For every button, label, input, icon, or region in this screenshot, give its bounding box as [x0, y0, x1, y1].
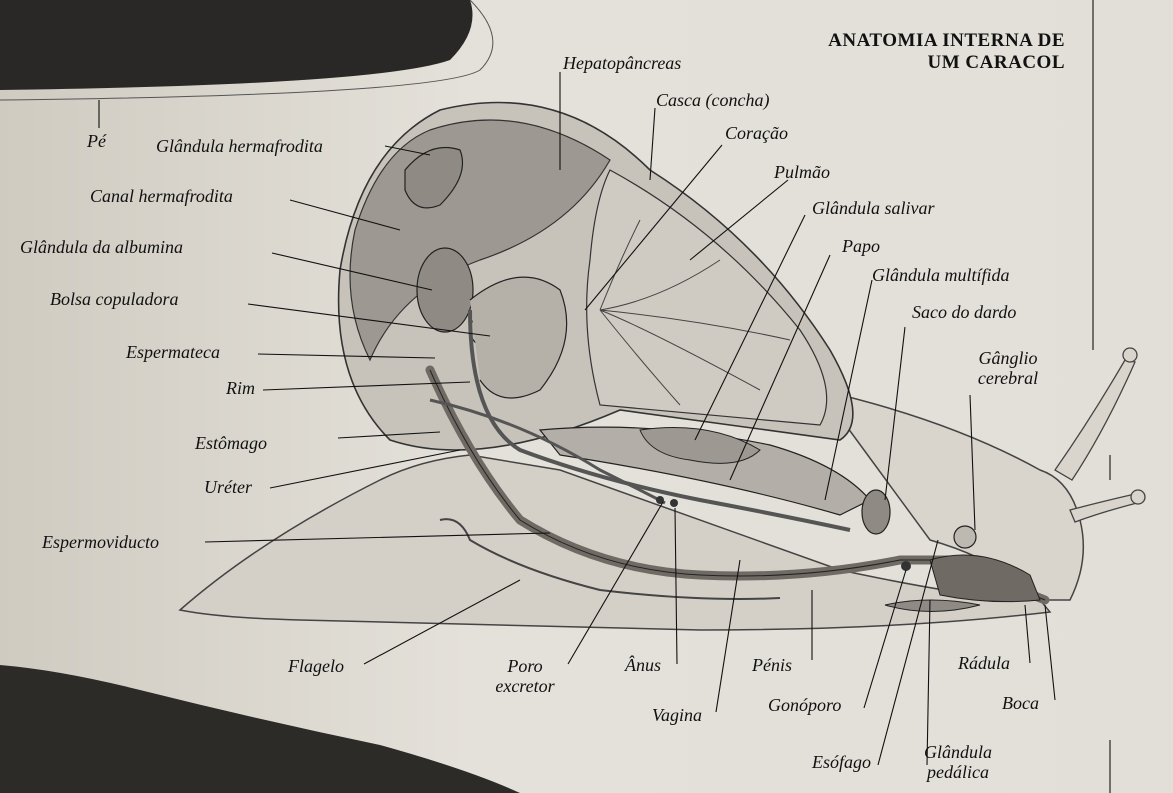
lower-eye [1131, 490, 1145, 504]
ganglion-shape [954, 526, 976, 548]
upper-eye [1123, 348, 1137, 362]
label-ganglio-cerebral-line1: Gânglio [958, 348, 1058, 368]
diagram-title: ANATOMIA INTERNA DE UM CARACOL [760, 30, 1065, 74]
label-esofago: Esófago [812, 752, 871, 772]
label-glandula-albumina: Glândula da albumina [20, 237, 183, 257]
label-penis: Pénis [752, 655, 792, 675]
label-pulmao: Pulmão [774, 162, 830, 182]
label-rim: Rim [226, 378, 255, 398]
label-poro-excretor: Poro excretor [480, 656, 570, 696]
label-glandula-hermafrodita: Glândula hermafrodita [156, 136, 323, 156]
label-radula: Rádula [958, 653, 1010, 673]
label-canal-hermafrodita: Canal hermafrodita [90, 186, 233, 206]
top-photo [0, 0, 473, 90]
label-bolsa-copuladora: Bolsa copuladora [50, 289, 179, 309]
label-ganglio-cerebral-line2: cerebral [958, 368, 1058, 388]
label-poro-excretor-line2: excretor [480, 676, 570, 696]
label-estomago: Estômago [195, 433, 267, 453]
label-gonoporo: Gonóporo [768, 695, 841, 715]
upper-tentacle [1055, 360, 1135, 480]
label-pe: Pé [87, 131, 106, 151]
label-coracao: Coração [725, 123, 788, 143]
albumin-gland [417, 248, 473, 332]
label-espermateca: Espermateca [126, 342, 220, 362]
anus-marker [670, 499, 678, 507]
label-casca: Casca (concha) [656, 90, 769, 110]
label-boca: Boca [1002, 693, 1039, 713]
label-anus: Ânus [625, 655, 661, 675]
label-poro-excretor-line1: Poro [480, 656, 570, 676]
title-line-1: ANATOMIA INTERNA DE [760, 30, 1065, 52]
title-line-2: UM CARACOL [760, 52, 1065, 74]
label-glandula-pedalica: Glândula pedálica [918, 742, 998, 782]
label-glandula-pedalica-line1: Glândula [918, 742, 998, 762]
label-glandula-pedalica-line2: pedálica [918, 762, 998, 782]
label-vagina: Vagina [652, 705, 702, 725]
label-espermoviducto: Espermoviducto [42, 532, 159, 552]
label-hepatopancreas: Hepatopâncreas [563, 53, 681, 73]
label-flagelo: Flagelo [288, 656, 344, 676]
label-ureter: Uréter [204, 477, 252, 497]
label-glandula-multifida: Glândula multífida [872, 265, 1010, 285]
label-papo: Papo [842, 236, 880, 256]
label-saco-dardo: Saco do dardo [912, 302, 1016, 322]
bottom-photo [0, 665, 520, 793]
gonopore-marker [901, 561, 911, 571]
lower-tentacle [1070, 494, 1137, 522]
label-glandula-salivar: Glândula salivar [812, 198, 935, 218]
label-ganglio-cerebral: Gânglio cerebral [958, 348, 1058, 388]
